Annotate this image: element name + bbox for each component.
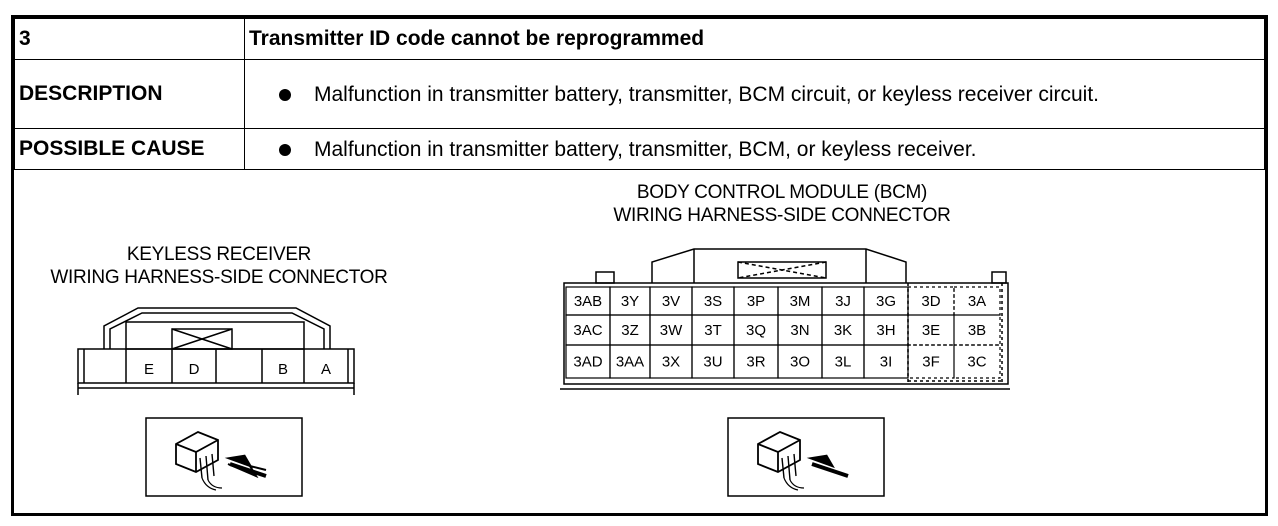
possible-cause-text: Malfunction in transmitter battery, tran… <box>314 137 977 161</box>
keyless-pin-a: A <box>321 361 331 378</box>
bcm-pin-3c: 3C <box>967 354 986 371</box>
description-text: Malfunction in transmitter battery, tran… <box>314 82 1099 106</box>
harness-side-connector-icon <box>727 417 885 497</box>
bcm-pin-3m: 3M <box>790 293 811 310</box>
bcm-pin-3p: 3P <box>747 293 765 310</box>
bcm-pin-3s: 3S <box>704 293 722 310</box>
bcm-pin-3x: 3X <box>662 354 680 371</box>
bcm-caption-line1: BODY CONTROL MODULE (BCM) <box>636 182 928 203</box>
keyless-pin-b: B <box>278 361 288 378</box>
bcm-pin-cell <box>907 314 955 346</box>
page-title: Transmitter ID code cannot be reprogramm… <box>244 18 1265 60</box>
keyless-caption-line1: KEYLESS RECEIVER <box>126 244 312 265</box>
keyless-pin-d: D <box>189 361 200 378</box>
bullet-icon <box>279 143 291 156</box>
bcm-pin-3k: 3K <box>834 322 852 339</box>
bcm-pin-3ad: 3AD <box>573 354 602 371</box>
bcm-pin-3q: 3Q <box>746 322 766 339</box>
title-row: 3 Transmitter ID code cannot be reprogra… <box>14 18 1265 60</box>
bcm-pin-3w: 3W <box>660 322 683 339</box>
bcm-pin-cell <box>953 314 1001 346</box>
bcm-pin-cell <box>953 344 1001 379</box>
keyless-receiver-caption: KEYLESS RECEIVER WIRING HARNESS-SIDE CON… <box>14 243 424 289</box>
possible-cause-cell: Malfunction in transmitter battery, tran… <box>244 128 1265 170</box>
description-row: DESCRIPTION Malfunction in transmitter b… <box>14 59 1265 129</box>
bcm-caption-line2: WIRING HARNESS-SIDE CONNECTOR <box>613 205 951 226</box>
description-cell: Malfunction in transmitter battery, tran… <box>244 59 1265 129</box>
bcm-pin-3a: 3A <box>968 293 986 310</box>
bcm-pin-3i: 3I <box>880 354 893 371</box>
bcm-pin-3y: 3Y <box>621 293 639 310</box>
diagnostic-table: 3 Transmitter ID code cannot be reprogra… <box>14 18 1265 170</box>
bcm-pin-3u: 3U <box>703 354 722 371</box>
bcm-caption: BODY CONTROL MODULE (BCM) WIRING HARNESS… <box>560 181 1004 227</box>
keyless-caption-line2: WIRING HARNESS-SIDE CONNECTOR <box>50 267 388 288</box>
bcm-pin-3ab: 3AB <box>574 293 602 310</box>
bcm-pin-3h: 3H <box>876 322 895 339</box>
bcm-pin-3t: 3T <box>704 322 722 339</box>
bcm-pin-3b: 3B <box>968 322 986 339</box>
bcm-pin-cell <box>953 286 1001 316</box>
possible-cause-row: POSSIBLE CAUSE Malfunction in transmitte… <box>14 128 1265 170</box>
bcm-pin-cell <box>863 344 909 379</box>
harness-side-connector-icon <box>145 417 303 497</box>
bcm-pin-3e: 3E <box>922 322 940 339</box>
keyless-pin-e: E <box>144 361 154 378</box>
possible-cause-label: POSSIBLE CAUSE <box>14 128 245 170</box>
bcm-pin-3v: 3V <box>662 293 680 310</box>
bcm-pin-3l: 3L <box>835 354 852 371</box>
bcm-pin-cell <box>907 344 955 379</box>
bcm-pin-3ac: 3AC <box>573 322 602 339</box>
bcm-pin-3o: 3O <box>790 354 810 371</box>
bcm-pin-3d: 3D <box>921 293 940 310</box>
diagnostic-frame <box>11 15 1268 516</box>
bcm-pin-3r: 3R <box>746 354 765 371</box>
bcm-pin-3aa: 3AA <box>616 354 644 371</box>
bcm-pin-3z: 3Z <box>621 322 639 339</box>
bcm-pin-3f: 3F <box>922 354 940 371</box>
bcm-pin-3g: 3G <box>876 293 896 310</box>
bcm-pin-3n: 3N <box>790 322 809 339</box>
bcm-pin-3j: 3J <box>835 293 851 310</box>
bullet-icon <box>279 88 291 101</box>
